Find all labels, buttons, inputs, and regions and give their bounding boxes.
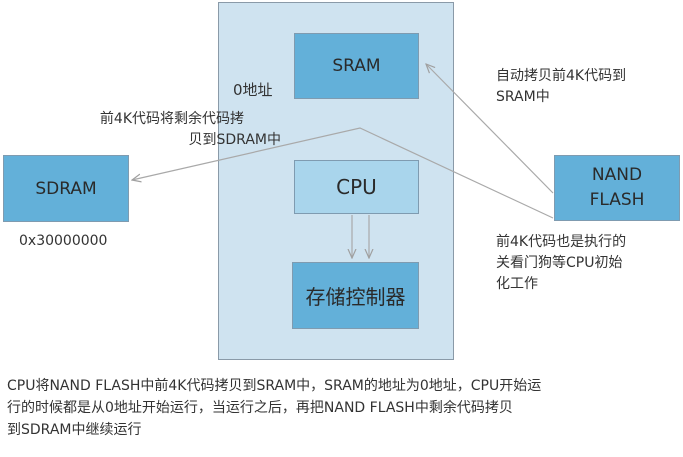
memory-controller-block: 存储控制器 <box>292 262 419 329</box>
sdram-address-label: 0x30000000 <box>19 233 108 249</box>
cpu-label: CPU <box>336 175 377 199</box>
caption-line1: CPU将NAND FLASH中前4K代码拷贝到SRAM中，SRAM的地址为0地址… <box>7 378 542 394</box>
first4k-line2: 关看门狗等CPU初始 <box>496 255 623 271</box>
first4k-line3: 化工作 <box>496 276 538 292</box>
caption-line2: 行的时候都是从0地址开始运行，当运行之后，再把NAND FLASH中剩余代码拷贝 <box>7 400 513 416</box>
sdram-block: SDRAM <box>3 155 129 222</box>
sram-block: SRAM <box>294 33 419 99</box>
caption-line3: 到SDRAM中继续运行 <box>7 422 142 438</box>
zero-address-label: 0地址 <box>233 81 273 99</box>
sram-label: SRAM <box>332 56 381 76</box>
memory-controller-label: 存储控制器 <box>305 285 406 309</box>
first4k-line1: 前4K代码也是执行的 <box>496 234 627 250</box>
first4k-note: 前4K代码也是执行的 关看门狗等CPU初始 化工作 <box>496 232 626 295</box>
copy-rest-note: 前4K代码将剩余代码拷 贝到SDRAM中 <box>58 109 281 151</box>
cpu-block: CPU <box>294 160 419 214</box>
caption: CPU将NAND FLASH中前4K代码拷贝到SRAM中，SRAM的地址为0地址… <box>7 375 677 441</box>
arrow-nand-to-sdram <box>132 127 554 219</box>
nand-label-line2: FLASH <box>589 190 645 210</box>
auto-copy-note: 自动拷贝前4K代码到 SRAM中 <box>496 66 626 108</box>
copy-rest-line2: 贝到SDRAM中 <box>188 132 281 148</box>
auto-copy-line1: 自动拷贝前4K代码到 <box>496 68 627 84</box>
nand-label-line1: NAND <box>591 165 643 185</box>
sdram-label: SDRAM <box>35 178 97 199</box>
arrow-nand-to-sram <box>426 64 554 194</box>
auto-copy-line2: SRAM中 <box>496 89 550 105</box>
copy-rest-line1: 前4K代码将剩余代码拷 <box>99 111 244 127</box>
nand-flash-block: NAND FLASH <box>554 155 680 221</box>
